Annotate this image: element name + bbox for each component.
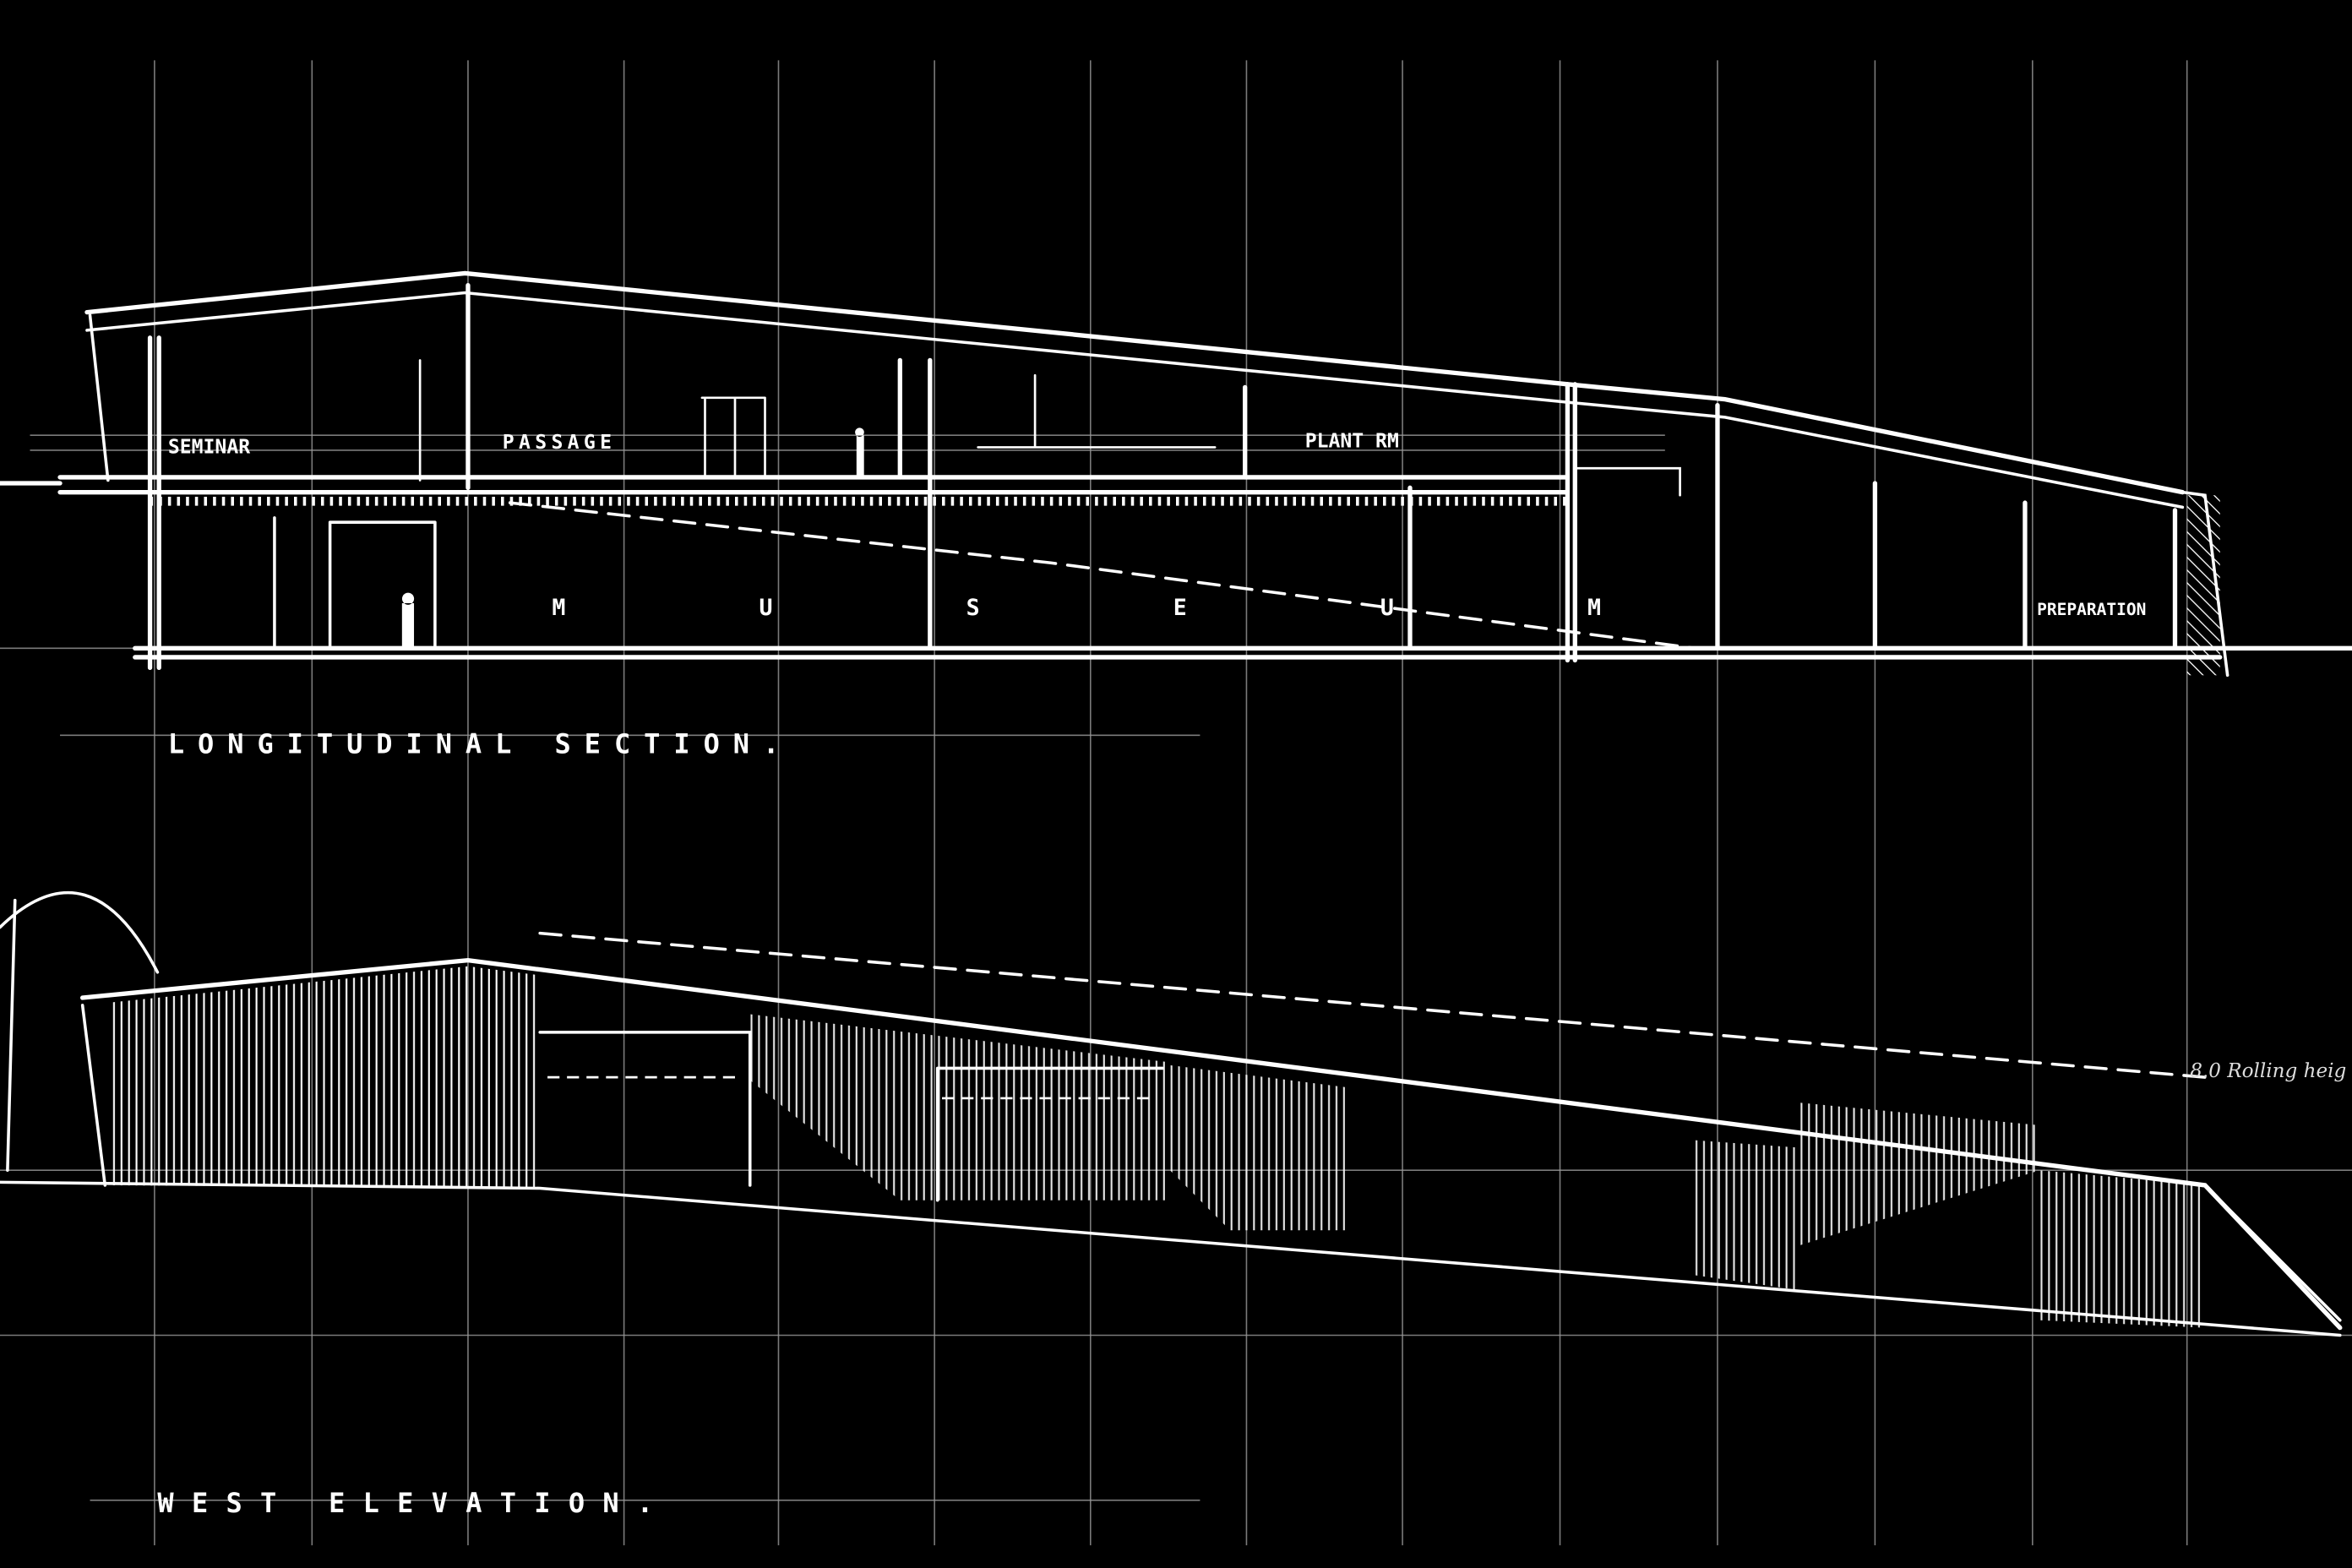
label-preparation: PREPARATION [2037, 600, 2146, 619]
elevation-title: WEST ELEVATION. [157, 1487, 671, 1519]
west-elevation: 8.0 Rolling heig WEST ELEVATION. [0, 890, 2346, 1519]
rolling-height-annotation: 8.0 Rolling heig [2190, 1060, 2346, 1082]
label-passage: PASSAGE [503, 432, 617, 454]
longitudinal-section: SEMINAR PASSAGE PLANT RM M U S E U M PRE… [0, 270, 2352, 760]
label-museum: M U S E U M [552, 595, 1690, 621]
label-plant-room: PLANT RM [1305, 430, 1399, 452]
section-title: LONGITUDINAL SECTION. [168, 728, 792, 760]
label-seminar: SEMINAR [168, 437, 250, 459]
